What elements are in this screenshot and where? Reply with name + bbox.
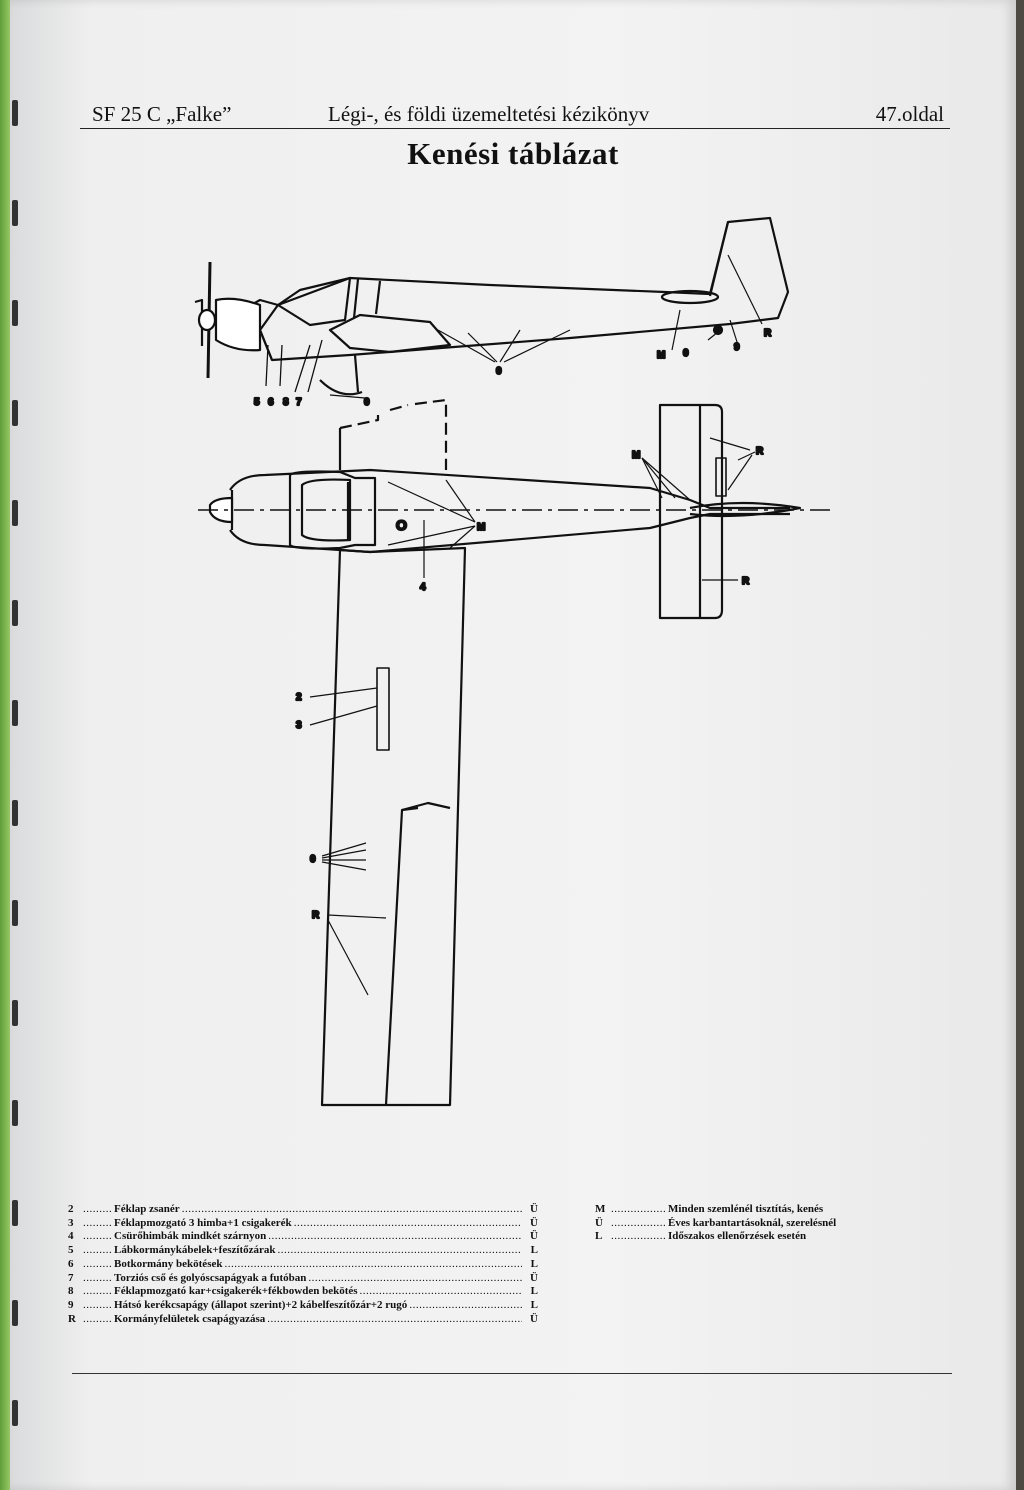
legend-row: 8Féklapmozgató kar+csigakerék+fékbowden … xyxy=(68,1285,538,1299)
side-label-r: R xyxy=(764,328,772,339)
side-label-7: 7 xyxy=(296,397,302,408)
side-label-0-tail: 0 xyxy=(683,348,689,359)
side-label-8: 8 xyxy=(283,397,289,408)
legend-row: 7Torziós cső és golyóscsapágyak a futóba… xyxy=(68,1272,538,1286)
top-label-2: 2 xyxy=(296,692,302,703)
side-label-5: 5 xyxy=(254,397,260,408)
interval-codes-legend: MMinden szemlénél tisztítás, kenés ÜÉves… xyxy=(595,1203,895,1244)
code-row: LIdőszakos ellenőrzések esetén xyxy=(595,1230,895,1244)
side-label-0: 0 xyxy=(364,397,370,408)
lubrication-points-legend: 2Féklap zsanérÜ 3Féklapmozgató 3 himba+1… xyxy=(68,1203,538,1326)
aircraft-side-view: 5 6 8 7 0 0 M 0 9 R xyxy=(194,216,790,409)
code-row: ÜÉves karbantartásoknál, szerelésnél xyxy=(595,1217,895,1231)
top-label-m-tail: M xyxy=(632,450,640,461)
page-title: Kenési táblázat xyxy=(407,136,619,171)
code-row: MMinden szemlénél tisztítás, kenés xyxy=(595,1203,895,1217)
top-label-3: 3 xyxy=(296,720,302,731)
top-label-o: O xyxy=(396,517,407,533)
header-page-number: 47.oldal xyxy=(875,102,944,126)
legend-row: 4Csürőhimbák mindkét szárnyonÜ xyxy=(68,1230,538,1244)
top-label-m-fuselage: M xyxy=(477,522,485,533)
lubrication-diagram: 5 6 8 7 0 0 M 0 9 R xyxy=(194,216,830,1107)
aircraft-top-view: M R O M 4 R 2 3 0 R xyxy=(198,398,830,1107)
side-label-m: M xyxy=(657,350,665,361)
legend-row: 3Féklapmozgató 3 himba+1 csigakerékÜ xyxy=(68,1217,538,1231)
page-header: SF 25 C „Falke” Légi-, és földi üzemelte… xyxy=(80,98,950,129)
top-label-4: 4 xyxy=(420,582,426,593)
legend-row: 5Lábkormánykábelek+feszítőzárakL xyxy=(68,1244,538,1258)
header-aircraft-model: SF 25 C „Falke” xyxy=(92,102,232,126)
top-label-0-wing: 0 xyxy=(310,854,316,865)
top-label-r-elevator: R xyxy=(742,576,750,587)
legend-row: 9Hátsó kerékcsapágy (állapot szerint)+2 … xyxy=(68,1299,538,1313)
side-label-0-fuselage: 0 xyxy=(496,366,502,377)
side-label-9: 9 xyxy=(734,342,740,353)
footer-rule xyxy=(72,1373,952,1374)
legend-row: RKormányfelületek csapágyazásaÜ xyxy=(68,1313,538,1327)
top-label-r-tail: R xyxy=(756,446,764,457)
legend-row: 6Botkormány bekötésekL xyxy=(68,1258,538,1272)
side-label-6: 6 xyxy=(268,397,274,408)
header-manual-title: Légi-, és földi üzemeltetési kézikönyv xyxy=(328,102,650,126)
legend-row: 2Féklap zsanérÜ xyxy=(68,1203,538,1217)
top-label-r-aileron: R xyxy=(312,910,320,921)
manual-page: SF 25 C „Falke” Légi-, és földi üzemelte… xyxy=(10,0,1016,1490)
